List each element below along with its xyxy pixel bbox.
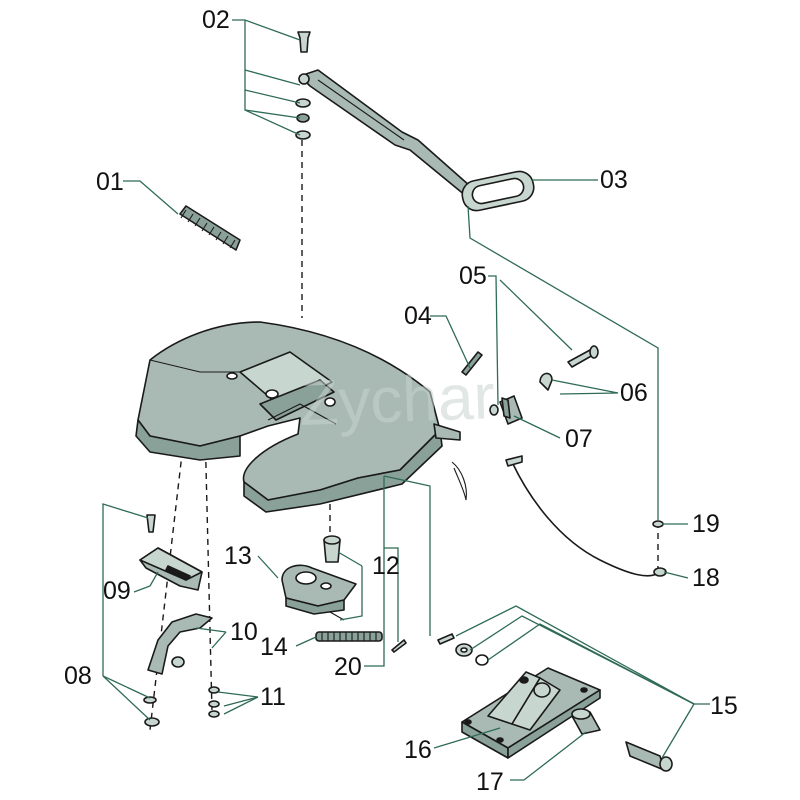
pin-washers-02 bbox=[295, 31, 311, 140]
label-11: 11 bbox=[260, 683, 286, 711]
label-07: 07 bbox=[565, 425, 593, 453]
washers-11 bbox=[208, 686, 220, 718]
leader-lines bbox=[102, 19, 710, 781]
label-15: 15 bbox=[710, 692, 738, 720]
label-16: 16 bbox=[404, 736, 432, 764]
bracket-07 bbox=[499, 395, 523, 425]
label-10: 10 bbox=[230, 618, 258, 646]
lock-jaw-13 bbox=[281, 564, 357, 621]
label-04: 04 bbox=[404, 302, 432, 330]
spring-14 bbox=[315, 631, 383, 642]
label-19: 19 bbox=[692, 510, 720, 538]
spring-pin-04 bbox=[461, 351, 483, 376]
label-02: 02 bbox=[202, 6, 230, 34]
bushing-12 bbox=[323, 535, 341, 563]
label-05: 05 bbox=[459, 262, 487, 290]
label-12: 12 bbox=[372, 552, 400, 580]
fasteners-15 bbox=[437, 633, 673, 772]
lever-10 bbox=[147, 613, 213, 675]
label-08: 08 bbox=[64, 662, 92, 690]
latch-block-09 bbox=[139, 514, 203, 591]
washers-08 bbox=[143, 696, 160, 727]
coupling-plate bbox=[135, 321, 461, 513]
label-17: 17 bbox=[476, 768, 504, 796]
cable-18 bbox=[505, 455, 667, 577]
mounting-bracket-16 bbox=[461, 667, 601, 759]
label-18: 18 bbox=[692, 564, 720, 592]
label-03: 03 bbox=[600, 166, 628, 194]
label-14: 14 bbox=[260, 633, 288, 661]
fastener-19 bbox=[652, 520, 664, 528]
callout-labels: 01 02 03 04 05 06 07 08 09 10 11 12 13 1… bbox=[64, 6, 738, 796]
label-20: 20 bbox=[334, 653, 362, 681]
label-06: 06 bbox=[620, 379, 648, 407]
label-01: 01 bbox=[96, 168, 124, 196]
clip-06 bbox=[539, 372, 553, 391]
pin-05 bbox=[489, 345, 599, 416]
bushing-17 bbox=[571, 708, 601, 735]
pin-20 bbox=[391, 639, 407, 653]
release-handle bbox=[298, 69, 535, 212]
label-09: 09 bbox=[103, 577, 131, 605]
spring-01 bbox=[179, 205, 241, 251]
label-13: 13 bbox=[224, 542, 252, 570]
